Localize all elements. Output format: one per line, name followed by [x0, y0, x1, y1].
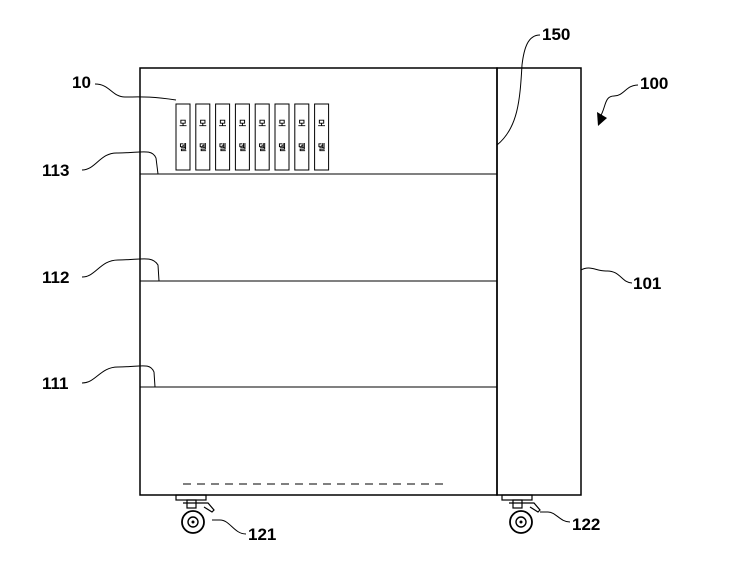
- label-10: 10: [72, 73, 91, 92]
- caster-right: [501, 494, 541, 534]
- leader-lines: [81, 34, 639, 535]
- module-label-top: 모: [199, 119, 207, 128]
- leader-150: [496, 34, 541, 146]
- module-card-outline: [234, 103, 250, 171]
- module-card: 모델: [195, 103, 211, 171]
- module-label-bottom: 델: [318, 142, 325, 152]
- module-card: 모델: [274, 103, 290, 171]
- module-card: 모델: [254, 103, 270, 171]
- leader-10: [94, 83, 177, 101]
- module-label-top: 모: [298, 119, 306, 128]
- module-label-top: 모: [219, 119, 227, 128]
- arrow-head-100: [597, 112, 607, 126]
- module-label-top: 모: [278, 119, 286, 128]
- module-label-bottom: 델: [259, 142, 266, 152]
- module-card: 모델: [234, 103, 250, 171]
- label-121: 121: [248, 525, 276, 544]
- label-111: 111: [42, 374, 69, 393]
- label-150: 150: [542, 25, 570, 44]
- module-label-top: 모: [179, 119, 187, 128]
- module-label-bottom: 델: [219, 142, 226, 152]
- leader-113: [81, 151, 159, 175]
- label-101: 101: [633, 274, 661, 293]
- module-label-top: 모: [239, 119, 247, 128]
- module-card: 모델: [294, 103, 310, 171]
- label-113: 113: [42, 161, 69, 180]
- leader-112: [81, 258, 160, 282]
- leader-121: [212, 519, 247, 535]
- leader-122: [540, 511, 571, 523]
- module-label-top: 모: [318, 119, 326, 128]
- module-label-bottom: 델: [239, 142, 246, 152]
- module-card-outline: [215, 103, 231, 171]
- module-card-outline: [314, 103, 330, 171]
- module-label-bottom: 델: [199, 142, 206, 152]
- module-card-outline: [254, 103, 270, 171]
- label-100: 100: [640, 74, 668, 93]
- module-card-outline: [294, 103, 310, 171]
- module-label-top: 모: [259, 119, 267, 128]
- module-card-outline: [274, 103, 290, 171]
- shelves: [140, 173, 497, 388]
- module-card: 모델: [314, 103, 330, 171]
- module-card: 모델: [175, 103, 191, 171]
- module-card-outline: [175, 103, 191, 171]
- module-label-bottom: 델: [179, 142, 186, 152]
- module-card: 모델: [215, 103, 231, 171]
- caster-left: [175, 494, 215, 534]
- leader-111: [81, 365, 156, 388]
- module-label-bottom: 델: [298, 142, 305, 152]
- module-label-bottom: 델: [278, 142, 285, 152]
- leader-100: [599, 84, 639, 118]
- label-112: 112: [42, 268, 69, 287]
- module-card-outline: [195, 103, 211, 171]
- leader-101: [580, 267, 633, 284]
- label-122: 122: [572, 515, 600, 534]
